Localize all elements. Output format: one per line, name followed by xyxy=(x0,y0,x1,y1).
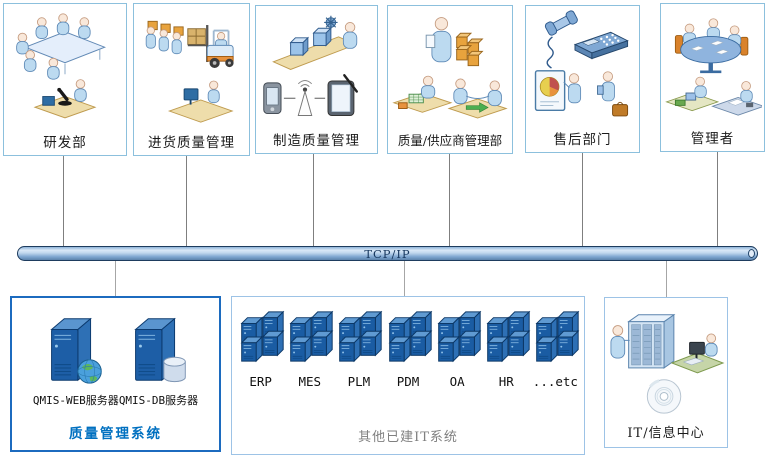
dept-label: 制造质量管理 xyxy=(273,133,360,149)
it-center-title: IT/信息中心 xyxy=(627,426,705,441)
connector-line xyxy=(717,152,718,246)
system-label: ...etc xyxy=(532,374,578,389)
tcpip-bus: TCP/IP xyxy=(17,246,758,261)
server-stack-plm: PLM xyxy=(334,309,383,389)
connector-line xyxy=(666,261,667,297)
system-label: OA xyxy=(449,374,465,389)
research-dept-icon xyxy=(6,6,124,131)
incoming-quality-icon xyxy=(136,6,247,131)
system-label: ERP xyxy=(249,374,272,389)
server-stack-etc: ...etc xyxy=(531,309,580,389)
server-stack-icon xyxy=(531,309,580,365)
server-stack-icon xyxy=(384,309,433,365)
quality-supplier-icon xyxy=(390,8,510,129)
managers-icon xyxy=(663,6,762,127)
tcpip-bus-label: TCP/IP xyxy=(364,246,411,261)
dept-label: 研发部 xyxy=(43,135,87,151)
system-label: HR xyxy=(498,374,514,389)
other-it-systems-box: ERP MES PLM PDM OA HR xyxy=(231,296,585,455)
qms-web-server-label: QMIS-WEB服务器 xyxy=(32,394,119,407)
qms-box-title: 质量管理系统 xyxy=(69,426,162,442)
db-server-database-icon xyxy=(134,318,186,383)
dept-label: 管理者 xyxy=(690,131,735,147)
connector-line xyxy=(582,153,583,246)
server-stack-icon xyxy=(334,309,383,365)
connector-line xyxy=(115,261,116,296)
bus-end-cap xyxy=(748,248,755,258)
dept-box-quality-supplier: 质量/供应商管理部 xyxy=(387,5,513,154)
connector-line xyxy=(404,261,405,296)
server-stack-mes: MES xyxy=(285,309,334,389)
dept-box-managers: 管理者 xyxy=(660,3,765,152)
dept-label: 进货质量管理 xyxy=(148,135,235,151)
server-stack-icon xyxy=(433,309,482,365)
dept-box-manufacturing-quality: 制造质量管理 xyxy=(255,5,378,154)
web-server-globe-icon xyxy=(50,318,102,384)
system-label: PLM xyxy=(347,374,371,389)
it-center-icon xyxy=(607,301,725,423)
connector-line xyxy=(313,154,314,246)
system-label: MES xyxy=(298,374,322,389)
server-stack-icon xyxy=(285,309,334,365)
server-stack-oa: OA xyxy=(433,309,482,389)
connector-line xyxy=(186,156,187,246)
other-it-box-title: 其他已建IT系统 xyxy=(358,430,458,445)
after-sales-icon xyxy=(528,8,637,128)
connector-line xyxy=(63,156,64,246)
server-stack-icon xyxy=(236,309,285,365)
dept-label: 售后部门 xyxy=(553,132,612,148)
server-stack-pdm: PDM xyxy=(384,309,433,389)
server-stack-icon xyxy=(482,309,531,365)
connector-line xyxy=(449,154,450,246)
manufacturing-quality-icon xyxy=(258,8,375,129)
server-stack-erp: ERP xyxy=(236,309,285,389)
dept-box-research: 研发部 xyxy=(3,3,127,156)
qms-db-server-label: QMIS-DB服务器 xyxy=(118,394,199,407)
dept-box-after-sales: 售后部门 xyxy=(525,5,640,153)
system-label: PDM xyxy=(396,374,420,389)
it-center-box: IT/信息中心 xyxy=(604,297,728,448)
dept-label: 质量/供应商管理部 xyxy=(397,133,503,148)
server-stack-hr: HR xyxy=(482,309,531,389)
dept-box-incoming-quality: 进货质量管理 xyxy=(133,3,250,156)
server-stacks-row: ERP MES PLM PDM OA HR xyxy=(232,309,584,389)
